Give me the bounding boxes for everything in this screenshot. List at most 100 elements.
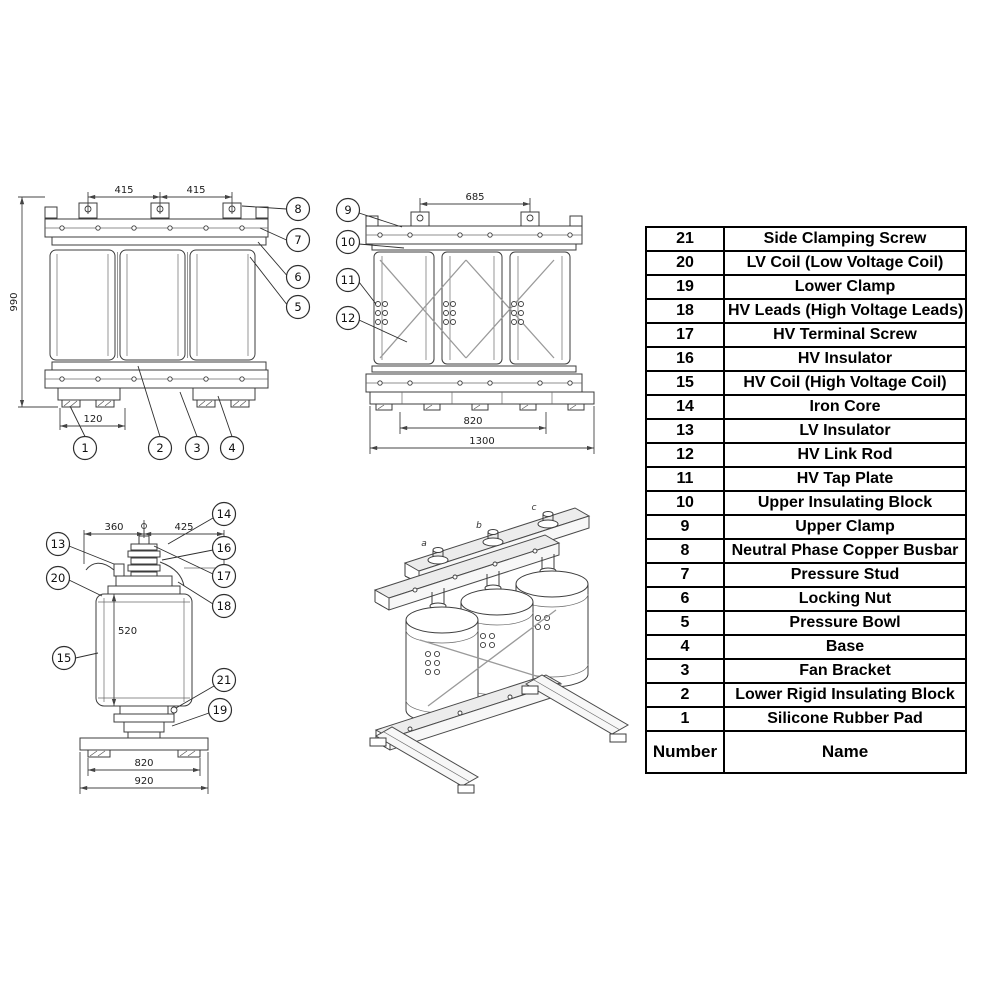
profile-view-drawing: 520 360 425 (45, 501, 237, 794)
callout-20: 20 (45, 565, 103, 597)
svg-text:2: 2 (156, 441, 163, 455)
part-name: HV Insulator (723, 346, 967, 372)
dim-label-520: 520 (118, 626, 137, 637)
part-number: 14 (645, 394, 725, 420)
svg-text:6: 6 (294, 270, 301, 284)
part-name: Lower Rigid Insulating Block (723, 682, 967, 708)
callout-11: 11 (335, 267, 377, 305)
part-number: 9 (645, 514, 725, 540)
part-name: HV Leads (High Voltage Leads) (723, 298, 967, 324)
svg-text:4: 4 (228, 441, 235, 455)
upper-clamp (365, 211, 583, 251)
svg-text:21: 21 (217, 673, 232, 687)
dim-990: 990 (10, 196, 58, 408)
dim-label-415-left: 415 (114, 185, 133, 196)
part-number: 7 (645, 562, 725, 588)
callout-4: 4 (217, 395, 245, 461)
part-name: Iron Core (723, 394, 967, 420)
callout-21: 21 (175, 667, 237, 709)
part-number: 21 (645, 226, 725, 252)
svg-text:18: 18 (217, 599, 232, 613)
base-rails (369, 674, 630, 794)
part-number: 8 (645, 538, 725, 564)
callout-15: 15 (51, 645, 99, 671)
lower-clamp-stack (79, 705, 209, 758)
dim-1300: 1300 (369, 406, 595, 454)
svg-text:17: 17 (217, 569, 232, 583)
svg-text:14: 14 (217, 507, 232, 521)
phase-label-b: b (476, 521, 482, 531)
dim-920: 920 (79, 752, 209, 794)
dim-820: 820 (399, 412, 547, 434)
dim-label-360: 360 (104, 522, 123, 533)
part-name: Upper Clamp (723, 514, 967, 540)
part-name: Side Clamping Screw (723, 226, 967, 252)
coils (405, 570, 589, 724)
dim-label-920: 920 (134, 776, 153, 787)
lower-clamp-and-base (44, 361, 269, 408)
svg-text:5: 5 (294, 300, 301, 314)
part-name: Lower Clamp (723, 274, 967, 300)
part-number: 4 (645, 634, 725, 660)
dim-label-120: 120 (83, 414, 102, 425)
callout-13: 13 (45, 531, 115, 565)
dim-120: 120 (59, 408, 126, 430)
phase-label-a: a (421, 539, 427, 549)
part-number: 19 (645, 274, 725, 300)
part-number: 1 (645, 706, 725, 732)
side-view-drawing: 685 820 1300 9 10 11 (335, 192, 595, 454)
callout-17: 17 (153, 545, 237, 589)
lower-clamp-and-base (365, 365, 595, 411)
callout-1: 1 (69, 405, 98, 461)
part-number: 3 (645, 658, 725, 684)
coils (49, 249, 256, 361)
part-number: 20 (645, 250, 725, 276)
part-number: 15 (645, 370, 725, 396)
part-name: HV Link Rod (723, 442, 967, 468)
top-brackets (44, 202, 269, 219)
part-number: 5 (645, 610, 725, 636)
part-number: 2 (645, 682, 725, 708)
dim-415-415: 415 415 (87, 185, 233, 214)
phase-label-c: c (532, 503, 537, 513)
svg-text:13: 13 (51, 537, 66, 551)
svg-text:16: 16 (217, 541, 232, 555)
front-view-drawing: 415 415 990 120 8 7 6 (10, 185, 311, 461)
svg-text:11: 11 (341, 273, 356, 287)
callout-10: 10 (335, 229, 405, 255)
dim-label-820: 820 (134, 758, 153, 769)
svg-text:1: 1 (81, 441, 88, 455)
part-name: Base (723, 634, 967, 660)
hv-tap-plates (375, 301, 524, 325)
svg-text:3: 3 (193, 441, 200, 455)
hv-bushings (427, 511, 559, 565)
callout-16: 16 (161, 535, 237, 561)
isometric-view-drawing: a b c (369, 503, 630, 794)
table-footer-row: Number Name (645, 730, 967, 774)
part-name: LV Insulator (723, 418, 967, 444)
svg-text:12: 12 (341, 311, 356, 325)
svg-text:15: 15 (57, 651, 72, 665)
hv-tap-plates (424, 614, 551, 676)
dim-820: 820 (87, 758, 201, 776)
part-number: 13 (645, 418, 725, 444)
dim-label-1300: 1300 (469, 436, 494, 447)
part-number: 17 (645, 322, 725, 348)
part-name: Fan Bracket (723, 658, 967, 684)
